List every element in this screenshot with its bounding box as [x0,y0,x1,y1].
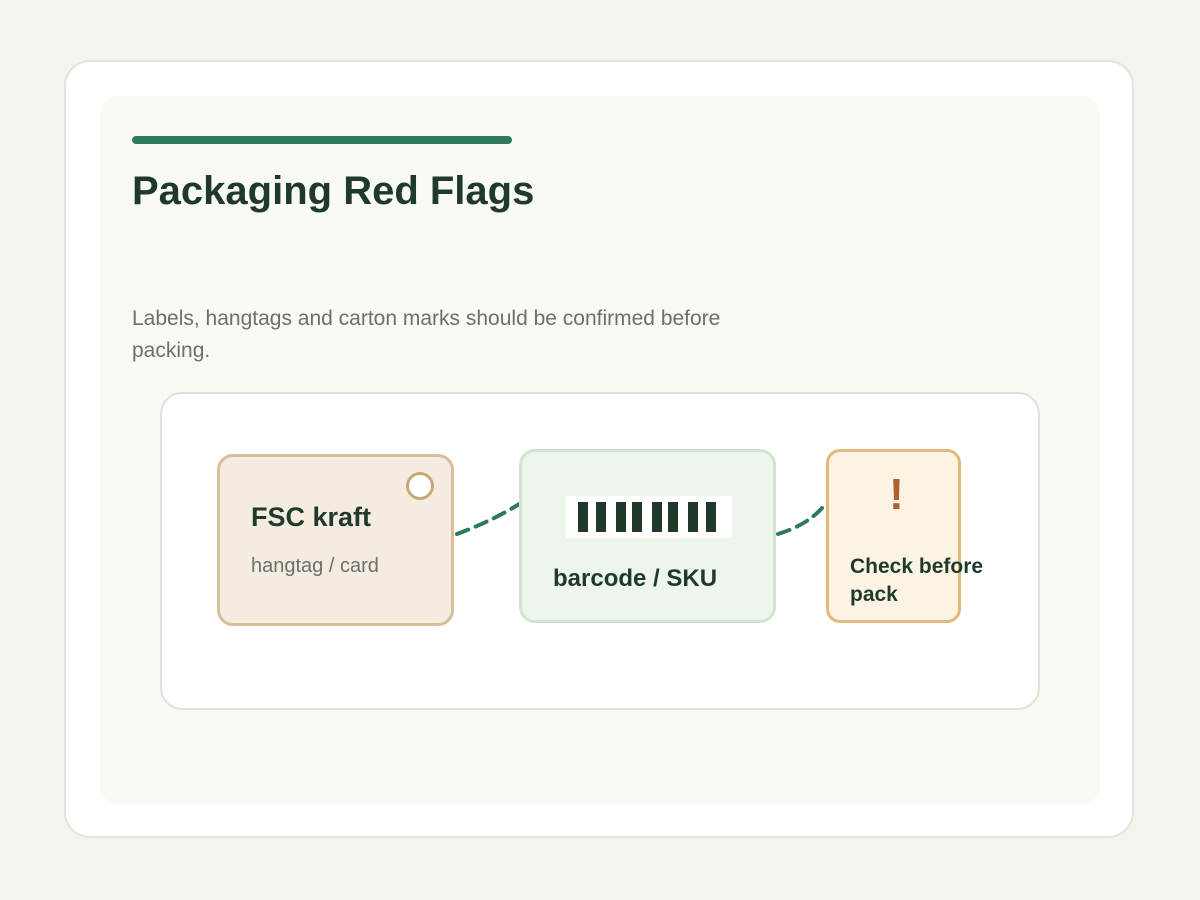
accent-bar [132,136,512,144]
barcode-icon [566,496,732,538]
barcode-bar [706,502,716,532]
barcode-bar [688,502,698,532]
barcode-bar [596,502,606,532]
circle-icon [406,472,434,500]
exclamation-icon: ! [889,470,904,519]
barcode-bar [668,502,678,532]
check-label: Check before pack [850,555,984,606]
barcode-bar [632,502,642,532]
barcode-card: barcode / SKU [519,449,776,623]
hangtag-subtitle: hangtag / card [251,555,379,577]
page-title: Packaging Red Flags [132,169,535,213]
barcode-label: barcode / SKU [553,565,718,592]
hangtag-title: FSC kraft [251,502,372,532]
page-description: Labels, hangtags and carton marks should… [132,307,721,362]
barcode-bar [578,502,588,532]
check-card: ! Check before pack [826,449,983,623]
hangtag-card: FSC kraft hangtag / card [217,454,454,626]
barcode-bar [652,502,662,532]
barcode-bar [616,502,626,532]
